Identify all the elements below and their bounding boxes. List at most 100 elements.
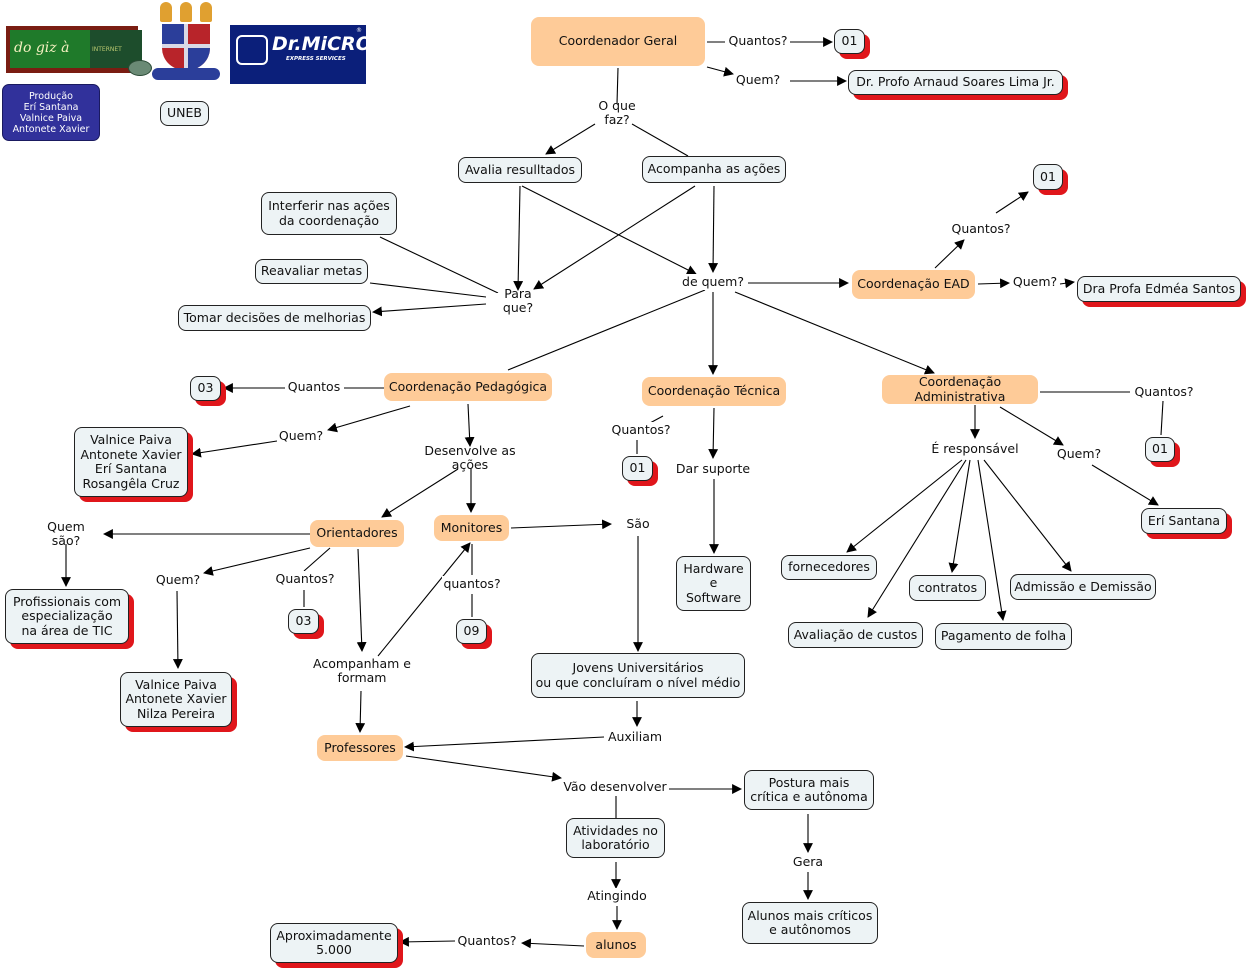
arrow-connector	[995, 191, 1029, 214]
value-arnaud[interactable]: Dr. Profo Arnaud Soares Lima Jr.	[848, 70, 1063, 95]
arrow-connector	[999, 406, 1064, 446]
concept-reavaliar-metas[interactable]: Reavaliar metas	[255, 259, 368, 284]
value-01-ead[interactable]: 01	[1033, 164, 1063, 190]
line-connector	[1160, 400, 1164, 436]
concept-admissao-demissao[interactable]: Admissão e Demissão	[1010, 574, 1156, 600]
link-quem-adm[interactable]: Quem?	[1055, 445, 1103, 462]
mouse-icon	[128, 60, 152, 76]
link-quantos-ead[interactable]: Quantos?	[950, 220, 1012, 237]
link-quem-ori[interactable]: Quem?	[154, 571, 202, 588]
arrow-connector	[706, 66, 734, 77]
link-quantos-adm[interactable]: Quantos?	[1132, 384, 1196, 400]
credits-name: Antonete Xavier	[12, 123, 90, 135]
value-eri-santana[interactable]: Erí Santana	[1141, 508, 1227, 534]
value-ped-names[interactable]: Valnice Paiva Antonete Xavier Erí Santan…	[74, 427, 188, 497]
concept-orientadores[interactable]: Orientadores	[310, 520, 404, 547]
link-quem[interactable]: Quem?	[734, 71, 782, 88]
value-profissionais[interactable]: Profissionais com especialização na área…	[5, 589, 129, 644]
link-sao[interactable]: São	[622, 516, 654, 532]
concept-avalia-resultados[interactable]: Avalia resulltados	[458, 157, 582, 183]
arrow-connector	[355, 690, 366, 733]
concept-coordenacao-administrativa[interactable]: Coordenação Administrativa	[882, 374, 1038, 404]
concept-interferir[interactable]: Interferir nas ações da coordenação	[261, 192, 397, 235]
link-gera[interactable]: Gera	[790, 854, 826, 870]
concept-fornecedores[interactable]: fornecedores	[781, 555, 877, 580]
line-connector	[379, 236, 499, 294]
concept-atividades-laboratorio[interactable]: Atividades no laboratório	[566, 818, 665, 858]
arrow-connector	[934, 239, 965, 269]
arrow-connector	[521, 185, 697, 275]
concept-coordenador-geral[interactable]: Coordenador Geral	[531, 17, 705, 66]
link-quantos-alunos[interactable]: Quantos?	[456, 932, 518, 949]
credits-heading: Produção	[29, 90, 73, 102]
link-quantos-tec[interactable]: Quantos?	[610, 421, 672, 438]
link-auxiliam[interactable]: Auxiliam	[606, 728, 664, 745]
link-de-quem[interactable]: de quem?	[680, 274, 746, 290]
arrow-connector	[977, 459, 1007, 621]
arrow-connector	[399, 936, 456, 947]
arrow-connector	[172, 590, 183, 669]
arrow-connector	[545, 123, 596, 155]
value-03-ori[interactable]: 03	[288, 609, 319, 634]
concept-hardware-software[interactable]: Hardware e Software	[676, 556, 751, 611]
link-quantos-ori[interactable]: Quantos?	[274, 570, 336, 587]
uneb-label[interactable]: UNEB	[160, 101, 209, 126]
link-vao-desenvolver[interactable]: Vão desenvolver	[561, 779, 669, 795]
link-quem-sao[interactable]: Quem são?	[30, 519, 102, 548]
value-01-tec[interactable]: 01	[622, 456, 653, 481]
value-edmea[interactable]: Dra Profa Edméa Santos	[1077, 276, 1241, 302]
arrow-connector	[327, 405, 411, 433]
arrow-connector	[464, 403, 475, 447]
concept-alunos-criticos[interactable]: Alunos mais críticos e autônomos	[742, 902, 878, 944]
arrow-connector	[983, 459, 1072, 572]
arrow-connector	[191, 440, 278, 458]
arrow-connector	[372, 303, 487, 317]
concept-coordenacao-tecnica[interactable]: Coordenação Técnica	[642, 377, 786, 406]
link-quem-ped[interactable]: Quem?	[277, 427, 325, 444]
dogiz-logo: do giz à INTERNET	[6, 26, 142, 73]
link-quantos-mon[interactable]: quantos?	[442, 575, 502, 592]
value-5000[interactable]: Aproximadamente 5.000	[270, 923, 398, 963]
arrow-connector	[356, 548, 367, 652]
value-01[interactable]: 01	[834, 29, 865, 54]
concept-pagamento-folha[interactable]: Pagamento de folha	[935, 623, 1072, 650]
concept-monitores[interactable]: Monitores	[434, 515, 509, 541]
concept-tomar-decisoes[interactable]: Tomar decisões de melhorias	[178, 305, 371, 331]
link-para-que[interactable]: Para que?	[486, 286, 550, 315]
concept-avaliacao-custos[interactable]: Avaliação de custos	[788, 622, 923, 648]
arrow-connector	[734, 291, 935, 375]
dogiz-internet-text: INTERNET	[92, 46, 122, 53]
concept-coordenacao-pedagogica[interactable]: Coordenação Pedagógica	[384, 373, 552, 401]
credits-name: Erí Santana	[23, 101, 79, 113]
uneb-crest-icon	[150, 2, 222, 92]
link-desenvolve-acoes[interactable]: Desenvolve as ações	[404, 443, 536, 472]
arrow-connector	[708, 407, 719, 459]
concept-professores[interactable]: Professores	[317, 735, 403, 761]
link-acompanham-formam[interactable]: Acompanham e formam	[286, 656, 438, 685]
arrow-connector	[405, 755, 562, 782]
concept-coordenacao-ead[interactable]: Coordenação EAD	[852, 270, 975, 299]
concept-jovens-universitarios[interactable]: Jovens Universitários ou que concluíram …	[531, 653, 745, 698]
link-quem-ead[interactable]: Quem?	[1011, 273, 1059, 290]
value-03-ped[interactable]: 03	[190, 376, 221, 401]
arrow-connector	[381, 468, 459, 518]
concept-alunos[interactable]: alunos	[586, 932, 646, 958]
value-01-adm[interactable]: 01	[1145, 437, 1175, 462]
value-ori-names[interactable]: Valnice Paiva Antonete Xavier Nilza Pere…	[120, 672, 232, 727]
link-dar-suporte[interactable]: Dar suporte	[673, 461, 753, 477]
value-09[interactable]: 09	[456, 619, 487, 644]
concept-contratos[interactable]: contratos	[909, 575, 986, 601]
link-quantos[interactable]: Quantos?	[727, 32, 789, 49]
link-quantos-ped[interactable]: Quantos	[286, 378, 342, 395]
link-e-responsavel[interactable]: É responsável	[928, 441, 1022, 457]
arrow-connector	[708, 185, 719, 273]
concept-postura[interactable]: Postura mais crítica e autônoma	[744, 770, 874, 810]
concept-acompanha-acoes[interactable]: Acompanha as ações	[642, 156, 786, 183]
link-o-que-faz[interactable]: O que faz?	[582, 98, 652, 127]
link-atingindo[interactable]: Atingindo	[585, 888, 649, 904]
arrow-connector	[404, 736, 605, 752]
arrow-connector	[533, 185, 696, 290]
line-connector	[369, 282, 487, 298]
registered-mark: ®	[356, 27, 362, 34]
